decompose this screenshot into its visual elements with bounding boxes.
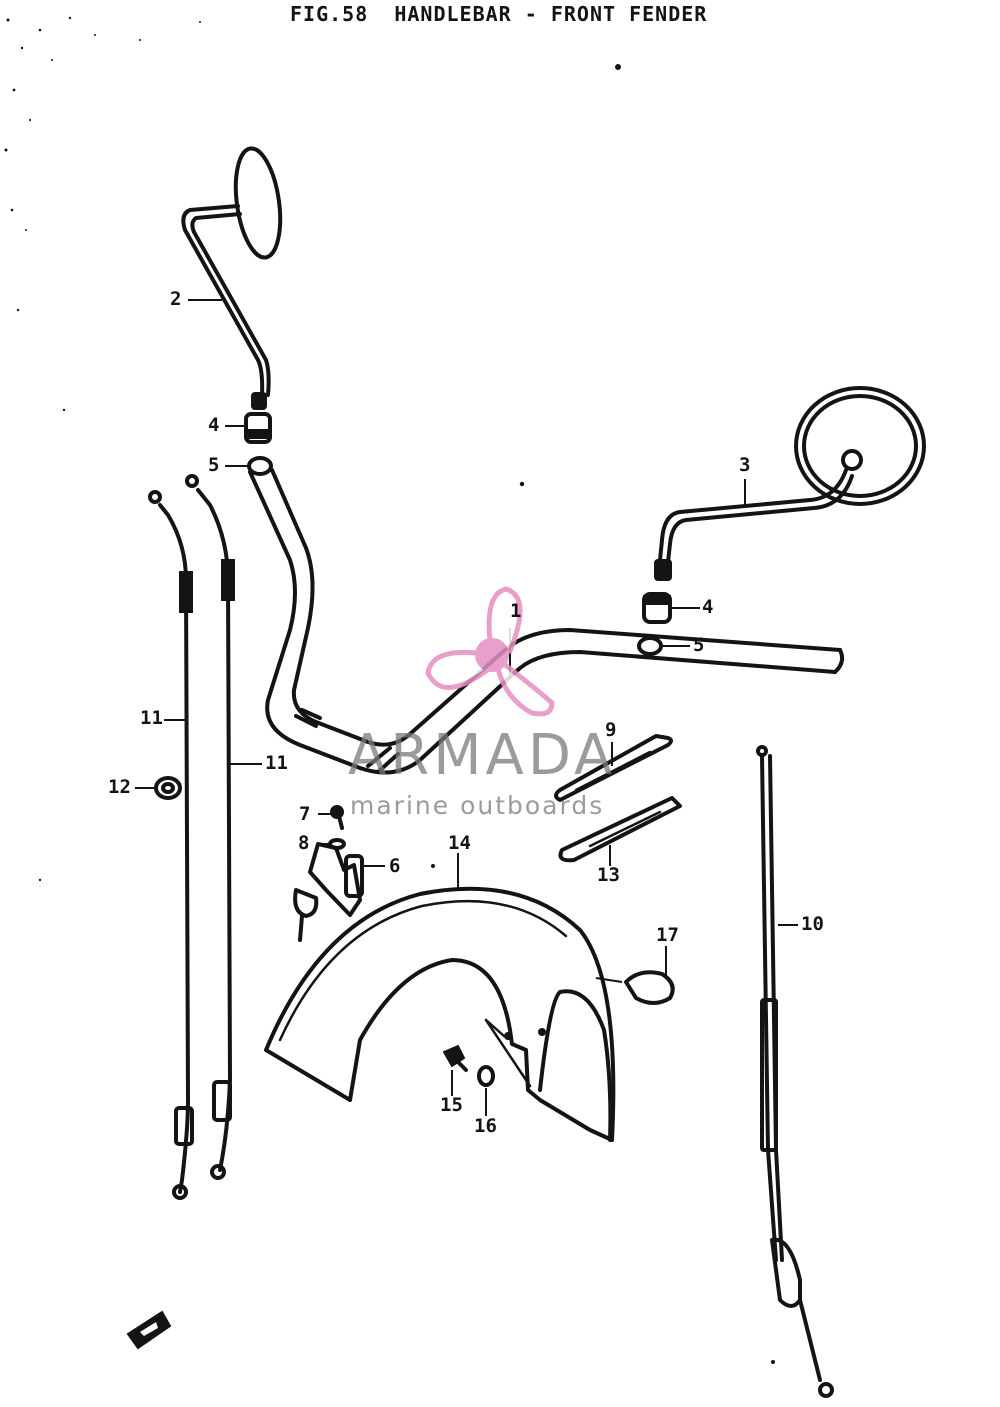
front-fender-part-14	[264, 886, 616, 1142]
bolt-part-15	[442, 1044, 468, 1072]
figure-title: FIG.58 HANDLEBAR - FRONT FENDER	[290, 2, 708, 26]
scan-noise	[4, 16, 775, 1364]
callout-7: 7	[299, 803, 311, 825]
watermark-tagline: marine outboards	[350, 791, 605, 820]
washer-part-16	[477, 1065, 495, 1087]
callout-5-right: 5	[693, 634, 705, 656]
callout-16: 16	[474, 1115, 497, 1137]
handlebar-part-1	[248, 468, 845, 775]
propeller-logo	[425, 586, 555, 717]
watermark-name: ARMADA	[348, 723, 617, 788]
callout-3: 3	[739, 454, 751, 476]
callout-4-right: 4	[702, 596, 714, 618]
reflector-part-17	[595, 970, 675, 1005]
bracket-part-9	[554, 734, 673, 802]
right-mirror-part-3	[654, 386, 926, 581]
callout-17: 17	[656, 924, 679, 946]
right-mirror-holder	[637, 592, 672, 656]
callout-4-left: 4	[208, 414, 220, 436]
lock-assembly-part-6	[293, 805, 364, 942]
left-mirror-holder	[244, 412, 273, 476]
callout-15: 15	[440, 1094, 463, 1116]
callout-2: 2	[170, 288, 182, 310]
cable-part-10	[756, 745, 834, 1398]
callout-12: 12	[108, 776, 131, 798]
leader-lines	[135, 299, 798, 1116]
cable-part-11-right	[185, 474, 235, 1180]
callout-11-left: 11	[140, 707, 163, 729]
callout-6: 6	[389, 855, 401, 877]
bracket-part-13	[558, 796, 682, 863]
callout-13: 13	[597, 864, 620, 886]
callout-11-right: 11	[265, 752, 288, 774]
callout-5-left: 5	[208, 454, 220, 476]
callout-14: 14	[448, 832, 471, 854]
left-mirror-part-2	[181, 146, 283, 410]
front-direction-arrow-icon	[126, 1310, 172, 1350]
cable-clamp-part-12	[154, 776, 182, 800]
callout-8: 8	[298, 832, 310, 854]
callout-9: 9	[605, 719, 617, 741]
cable-part-11-left	[148, 490, 194, 1200]
callout-1: 1	[510, 600, 522, 622]
callout-10: 10	[801, 913, 824, 935]
